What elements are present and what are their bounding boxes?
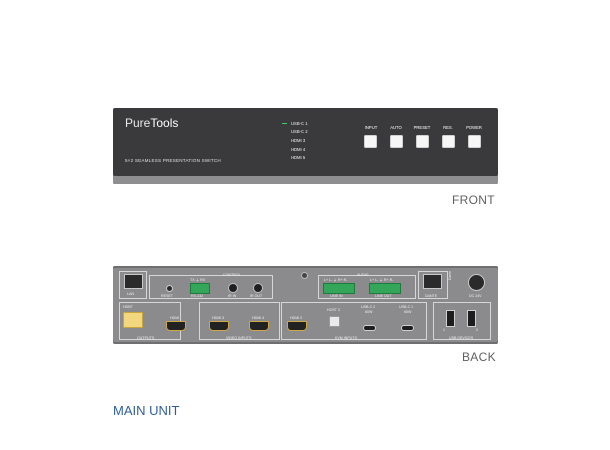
res-button[interactable] <box>442 135 455 148</box>
input-button-label: INPUT <box>364 125 378 130</box>
rs232-label: RS-232 <box>191 294 204 298</box>
usbc1-label: USB-C 1 <box>399 305 414 309</box>
kvm-inputs-frame <box>281 302 427 340</box>
outputs-group-label: OUTPUTS <box>137 336 155 340</box>
hdmi-out-port[interactable] <box>166 321 186 331</box>
hdmi2-port[interactable] <box>287 321 307 331</box>
hdmi3-label: HDMI 3 <box>212 316 225 320</box>
reset-button[interactable] <box>166 285 173 292</box>
product-subtitle: 5×2 SEAMLESS PRESENTATION SWITCH <box>125 158 221 163</box>
line-out-terminal[interactable] <box>369 283 401 294</box>
dc-label: DC 24V <box>469 294 482 298</box>
usbc2-label: USB-C 2 <box>361 305 376 309</box>
usbc2-port[interactable] <box>363 325 376 331</box>
audio-group-label: AUDIO <box>357 273 369 277</box>
source-label-hdmi3: HDMI 3 <box>291 138 306 143</box>
line-in-pin-label: L+ L- ⏚ R+ R- <box>324 278 348 282</box>
preset-button[interactable] <box>416 135 429 148</box>
lan-label: LAN <box>127 292 134 296</box>
audio-frame <box>318 275 416 299</box>
res-button-label: RES. <box>443 125 453 130</box>
line-in-terminal[interactable] <box>323 283 355 294</box>
hdmi-out-label: HDMI <box>170 316 180 320</box>
auto-button[interactable] <box>390 135 403 148</box>
ir-out-label: IR OUT <box>250 294 263 298</box>
usb-port-2-number: 2 <box>476 328 478 332</box>
usb-b-host3-port[interactable] <box>329 316 340 327</box>
hdbt-label: HDBT <box>123 305 133 309</box>
source-label-usbc2: USB-C 2 <box>291 129 308 134</box>
ground-screw-icon <box>301 272 308 279</box>
usbc2-wattage: 60W <box>365 310 373 314</box>
active-led-indicator <box>282 122 287 125</box>
control-group-label: CONTROL <box>223 273 241 277</box>
rs232-terminal[interactable] <box>190 283 210 294</box>
kvm-inputs-group-label: KVM INPUTS <box>335 336 357 340</box>
dante-logo: Dante <box>448 270 452 280</box>
video-inputs-frame <box>199 302 280 340</box>
source-label-hdmi4: HDMI 4 <box>291 147 306 152</box>
front-caption: FRONT <box>452 193 495 207</box>
source-label-hdmi5: HDMI 5 <box>291 155 306 160</box>
usb-a-port-1[interactable] <box>446 310 455 327</box>
back-panel: LAN CONTROL RESET TX ⏚ RX RS-232 IR IN I… <box>113 266 498 344</box>
back-caption: BACK <box>462 350 496 364</box>
usb-port-1-number: 1 <box>443 328 445 332</box>
video-inputs-group-label: VIDEO INPUTS <box>226 336 252 340</box>
preset-button-label: PRESET <box>413 125 431 130</box>
line-out-label: LINE OUT <box>375 294 392 298</box>
usb-a-port-2[interactable] <box>467 310 476 327</box>
reset-label: RESET <box>161 294 173 298</box>
hdmi3-port[interactable] <box>209 321 229 331</box>
control-frame <box>149 275 273 299</box>
lan-port[interactable] <box>124 274 143 289</box>
main-unit-title: MAIN UNIT <box>113 403 180 418</box>
hdmi4-label: HDMI 4 <box>252 316 265 320</box>
usb-devices-group-label: USB DEVICES <box>449 336 474 340</box>
usb-devices-frame <box>433 302 491 340</box>
power-button-label: POWER <box>466 125 482 130</box>
hdbt-port[interactable] <box>123 312 143 328</box>
usbc1-wattage: 60W <box>404 310 412 314</box>
brand-logo: PureTools <box>125 116 179 130</box>
ir-in-jack[interactable] <box>228 283 238 293</box>
ir-out-jack[interactable] <box>253 283 263 293</box>
input-button[interactable] <box>364 135 377 148</box>
dante-port[interactable] <box>423 274 442 289</box>
lan-frame <box>119 271 147 299</box>
hdmi2-label: HDMI 2 <box>290 316 303 320</box>
hdmi4-port[interactable] <box>249 321 269 331</box>
host3-label: HOST 3 <box>327 308 340 312</box>
dante-frame <box>418 271 448 299</box>
front-panel: PureTools 5×2 SEAMLESS PRESENTATION SWIT… <box>113 108 498 184</box>
source-label-usbc1: USB-C 1 <box>291 121 308 126</box>
rs232-pin-label: TX ⏚ RX <box>190 278 206 282</box>
dante-label: DANTE <box>425 294 438 298</box>
usbc1-port[interactable] <box>401 325 414 331</box>
auto-button-label: AUTO <box>390 125 402 130</box>
ir-in-label: IR IN <box>228 294 237 298</box>
line-in-label: LINE IN <box>330 294 343 298</box>
line-out-pin-label: L+ L- ⏚ R+ R- <box>370 278 394 282</box>
power-button[interactable] <box>468 135 481 148</box>
dc-power-input[interactable] <box>468 274 485 291</box>
